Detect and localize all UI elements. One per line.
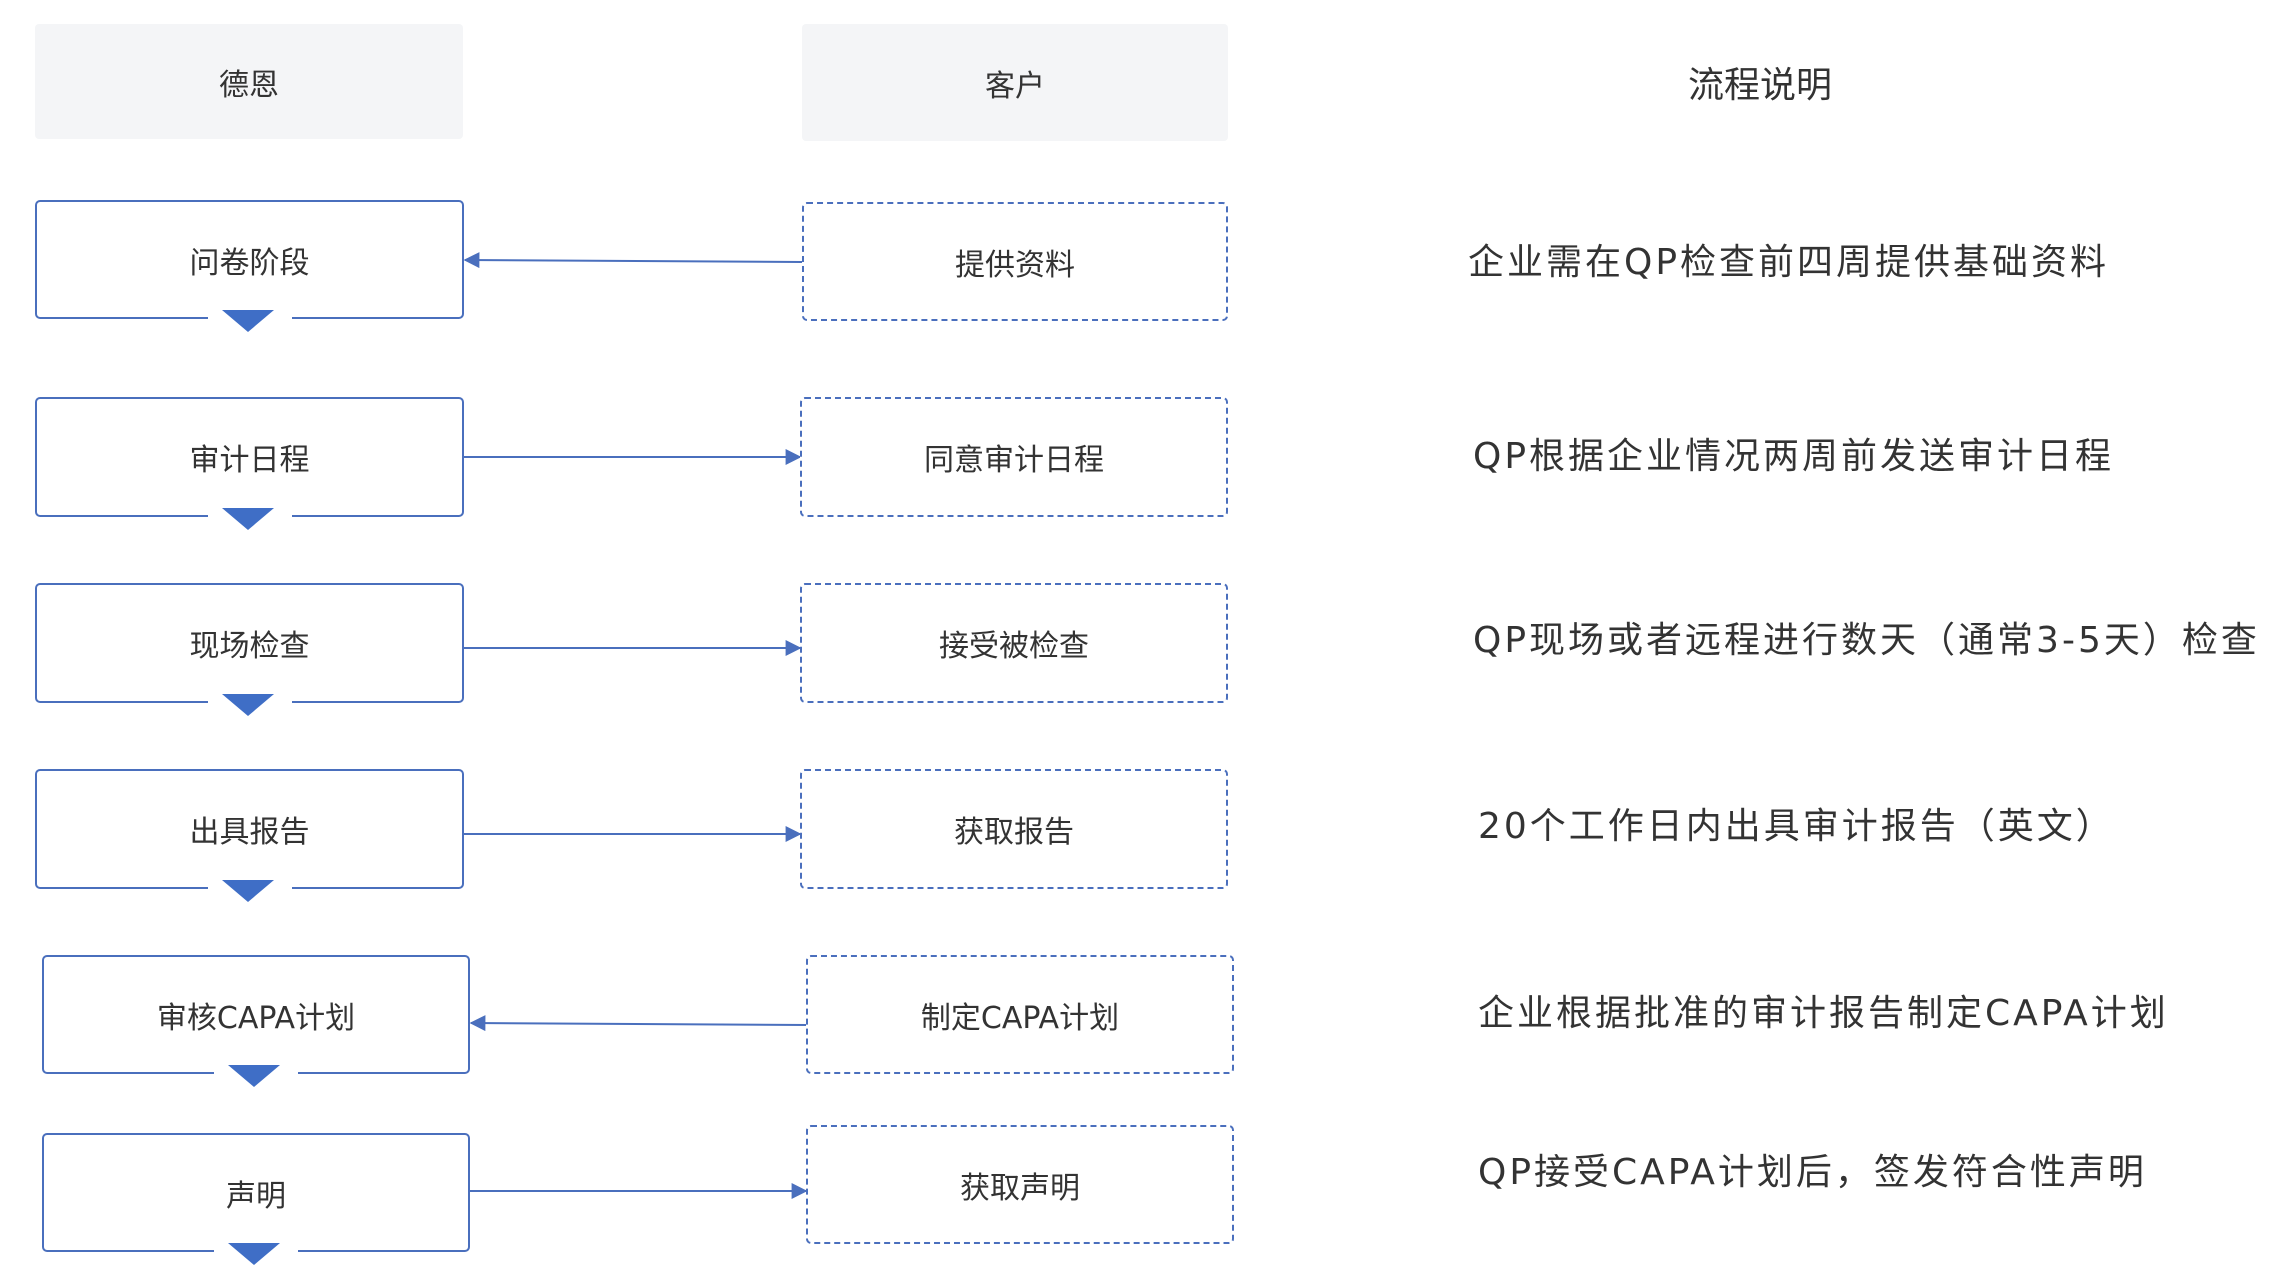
deen-step-questionnaire: 问卷阶段 (35, 200, 464, 319)
down-arrow-icon (222, 310, 274, 332)
down-arrow-icon (222, 508, 274, 530)
customer-step-accept-inspection: 接受被检查 (800, 583, 1228, 703)
description-step-5: 企业根据批准的审计报告制定CAPA计划 (1478, 993, 2169, 1034)
header-process: 流程说明 (1687, 64, 1832, 106)
description-step-1: 企业需在QP检查前四周提供基础资料 (1468, 242, 2110, 283)
deen-step-onsite-inspection: 现场检查 (35, 583, 464, 703)
down-arrow-icon (222, 694, 274, 716)
deen-step-issue-report: 出具报告 (35, 769, 464, 889)
description-step-3: QP现场或者远程进行数天（通常3-5天）检查 (1473, 620, 2260, 661)
description-step-4: 20个工作日内出具审计报告（英文） (1478, 806, 2115, 847)
description-step-6: QP接受CAPA计划后，签发符合性声明 (1478, 1152, 2147, 1193)
customer-step-provide-materials: 提供资料 (802, 202, 1228, 321)
arrow-step-1 (463, 252, 803, 269)
customer-step-get-report: 获取报告 (800, 769, 1228, 889)
customer-step-get-declaration: 获取声明 (806, 1125, 1234, 1244)
deen-step-declaration: 声明 (42, 1133, 470, 1252)
header-deen: 德恩 (35, 24, 463, 139)
deen-step-audit-schedule: 审计日程 (35, 397, 464, 517)
header-customer: 客户 (802, 24, 1228, 141)
down-arrow-icon (228, 1243, 280, 1265)
description-step-2: QP根据企业情况两周前发送审计日程 (1473, 436, 2115, 477)
arrow-step-5 (469, 1015, 809, 1032)
deen-step-review-capa: 审核CAPA计划 (42, 955, 470, 1074)
customer-step-make-capa: 制定CAPA计划 (806, 955, 1234, 1074)
customer-step-agree-schedule: 同意审计日程 (800, 397, 1228, 517)
down-arrow-icon (222, 880, 274, 902)
down-arrow-icon (228, 1065, 280, 1087)
